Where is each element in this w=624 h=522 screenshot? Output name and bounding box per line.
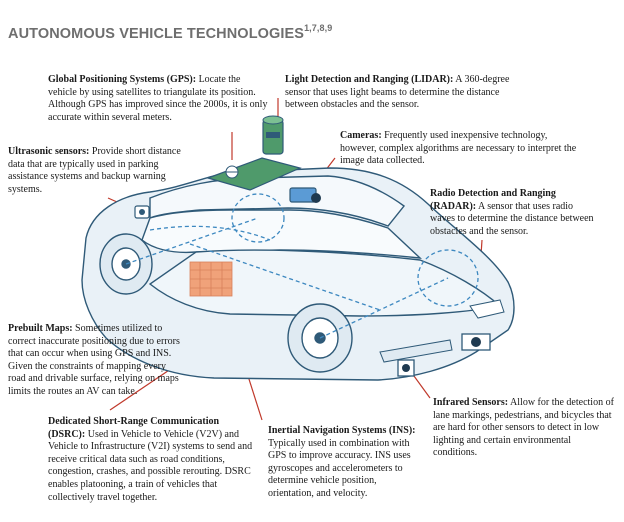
rear-axle — [125, 217, 259, 265]
note-cameras: Cameras: Frequently used inexpensive tec… — [340, 130, 577, 167]
note-radar: Radio Detection and Ranging (RADAR): A s… — [430, 188, 594, 237]
note-maps: Prebuilt Maps: Sometimes utilized to cor… — [8, 323, 180, 397]
rear-right-wheel-ghost — [231, 193, 285, 243]
note-infrared: Infrared Sensors: Allow for the detectio… — [433, 397, 614, 459]
ultrasonic-sensor-icon — [134, 205, 150, 219]
grille — [379, 339, 453, 363]
front-axle — [319, 277, 449, 339]
headlight — [469, 299, 505, 319]
car-body — [81, 167, 515, 381]
note-dsrc: Dedicated Short-Range Communication (DSR… — [48, 416, 253, 503]
radar-sensor-icon — [461, 333, 491, 351]
drive-shaft — [189, 243, 381, 311]
roof-rack — [206, 157, 302, 191]
page-title: AUTONOMOUS VEHICLE TECHNOLOGIES1,7,8,9 — [8, 23, 333, 42]
note-ins: Inertial Navigation Systems (INS): Typic… — [268, 425, 416, 499]
exhaust-line — [149, 225, 271, 241]
prebuilt-map-icon — [189, 261, 233, 297]
leader-infrared — [413, 375, 431, 399]
note-ultrasonic: Ultrasonic sensors: Provide short distan… — [8, 146, 181, 195]
lidar-icon — [262, 115, 284, 155]
dashed-internals — [125, 193, 479, 339]
infrared-sensor-icon — [397, 359, 415, 377]
front-right-wheel-ghost — [417, 249, 479, 307]
note-lidar: Light Detection and Ranging (LIDAR): A 3… — [285, 74, 510, 111]
reference-numbers: 1,7,8,9 — [304, 23, 333, 33]
camera-icon — [289, 187, 321, 203]
leader-ins — [247, 375, 263, 421]
note-gps: Global Positioning Systems (GPS): Locate… — [48, 74, 268, 123]
windshield — [141, 209, 422, 259]
front-details — [379, 299, 505, 363]
